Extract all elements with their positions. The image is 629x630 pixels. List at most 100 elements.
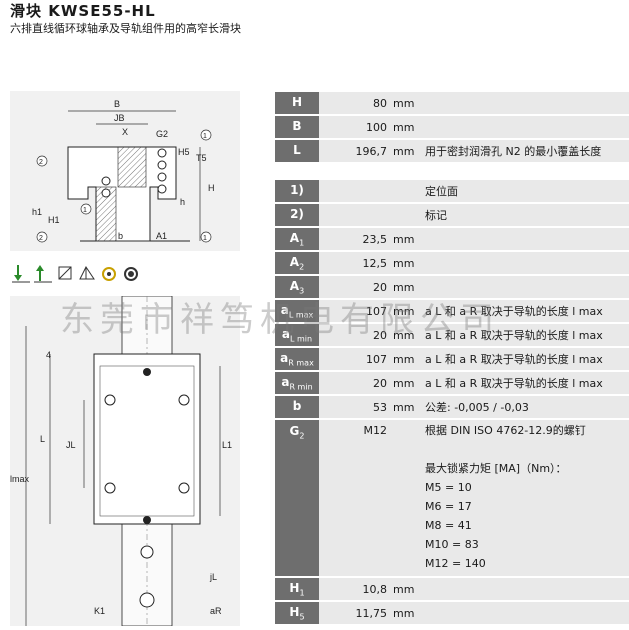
spec-symbol: aR max	[275, 348, 319, 370]
spec-unit: mm	[389, 228, 417, 250]
spec-description-line: 根据 DIN ISO 4762-12.9的螺钉	[425, 424, 586, 437]
spec-unit	[389, 420, 417, 576]
spec-description: a L 和 a R 取决于导轨的长度 l max	[417, 324, 629, 346]
spec-symbol: aL max	[275, 300, 319, 322]
load-reverse-icon	[34, 263, 52, 283]
spec-value: 10,8	[319, 578, 389, 600]
dim-label: H	[208, 183, 215, 193]
spec-description	[417, 228, 629, 250]
spec-row: 1) 定位面	[275, 180, 629, 202]
ref-label: 1	[203, 133, 207, 140]
ref-label: 2	[39, 159, 43, 166]
dim-label: L1	[222, 440, 232, 450]
dim-label: lmax	[10, 474, 30, 484]
spec-symbol: H5	[275, 602, 319, 624]
spec-unit: mm	[389, 602, 417, 624]
spec-description: a L 和 a R 取决于导轨的长度 l max	[417, 348, 629, 370]
spec-symbol: aR min	[275, 372, 319, 394]
dim-label: K1	[94, 606, 105, 616]
spec-symbol: 2)	[275, 204, 319, 226]
ref-label: 1	[83, 207, 87, 214]
spacer-row	[275, 164, 629, 178]
dim-label: H5	[178, 147, 190, 157]
spec-symbol: A1	[275, 228, 319, 250]
spec-description	[417, 578, 629, 600]
spec-symbol: b	[275, 396, 319, 418]
ref-label: 2	[39, 235, 43, 242]
dim-label: h	[180, 197, 185, 207]
dim-label: L	[40, 434, 45, 444]
spec-symbol: A2	[275, 252, 319, 274]
lubrication-icon	[78, 263, 96, 283]
spec-unit: mm	[389, 324, 417, 346]
spec-description-line: M6 = 17	[425, 500, 472, 513]
spec-unit: mm	[389, 252, 417, 274]
spec-description	[417, 252, 629, 274]
spec-description: 标记	[417, 204, 629, 226]
spec-value: 20	[319, 372, 389, 394]
spec-description-line: M12 = 140	[425, 557, 486, 570]
spec-unit: mm	[389, 140, 417, 162]
spec-unit: mm	[389, 92, 417, 114]
load-icon	[12, 263, 30, 283]
dim-label: aR	[210, 606, 222, 616]
spec-symbol: 1)	[275, 180, 319, 202]
spec-description: 定位面	[417, 180, 629, 202]
spec-value	[319, 180, 389, 202]
feature-icon-row	[12, 263, 140, 285]
spec-description-line	[425, 440, 629, 459]
spec-symbol: A3	[275, 276, 319, 298]
gear-icon	[56, 263, 74, 283]
dim-label: jL	[209, 572, 217, 582]
spec-description	[417, 602, 629, 624]
spec-symbol: B	[275, 116, 319, 138]
spec-value: 196,7	[319, 140, 389, 162]
spec-unit: mm	[389, 372, 417, 394]
spec-value: 20	[319, 324, 389, 346]
spec-symbol: aL min	[275, 324, 319, 346]
dim-label: 4	[46, 350, 51, 360]
spec-value: 107	[319, 348, 389, 370]
dim-label: JB	[114, 113, 125, 123]
dim-label: H1	[48, 215, 60, 225]
page-subtitle: 六排直线循环球轴承及导轨组件用的高窄长滑块	[10, 22, 241, 35]
dim-label: T5	[196, 153, 207, 163]
spec-symbol: H1	[275, 578, 319, 600]
dim-label: b	[118, 231, 123, 241]
spec-description: a L 和 a R 取决于导轨的长度 l max	[417, 300, 629, 322]
spec-description-line: 最大锁紧力矩 [MA]（Nm）：	[425, 462, 567, 475]
spec-value: 20	[319, 276, 389, 298]
spec-value: 80	[319, 92, 389, 114]
spec-unit: mm	[389, 396, 417, 418]
spec-value: 23,5	[319, 228, 389, 250]
spec-value: 100	[319, 116, 389, 138]
spec-value: 53	[319, 396, 389, 418]
spec-description	[417, 92, 629, 114]
spec-description	[417, 116, 629, 138]
dim-label: h1	[32, 207, 42, 217]
spec-description-line: M10 = 83	[425, 538, 479, 551]
spec-description: a L 和 a R 取决于导轨的长度 l max	[417, 372, 629, 394]
spec-symbol: L	[275, 140, 319, 162]
page-title: 滑块 KWSE55-HL	[10, 2, 156, 20]
spec-unit: mm	[389, 300, 417, 322]
spec-value: M12	[319, 420, 389, 576]
spec-symbol: H	[275, 92, 319, 114]
spec-symbol: G2	[275, 420, 319, 576]
spec-value: 12,5	[319, 252, 389, 274]
cross-section-drawing: B JB X G2 H H5 T5 h h1 H1	[32, 99, 215, 243]
cross-section-drawing-panel: B JB X G2 H H5 T5 h h1 H1	[10, 91, 240, 251]
spec-unit: mm	[389, 276, 417, 298]
